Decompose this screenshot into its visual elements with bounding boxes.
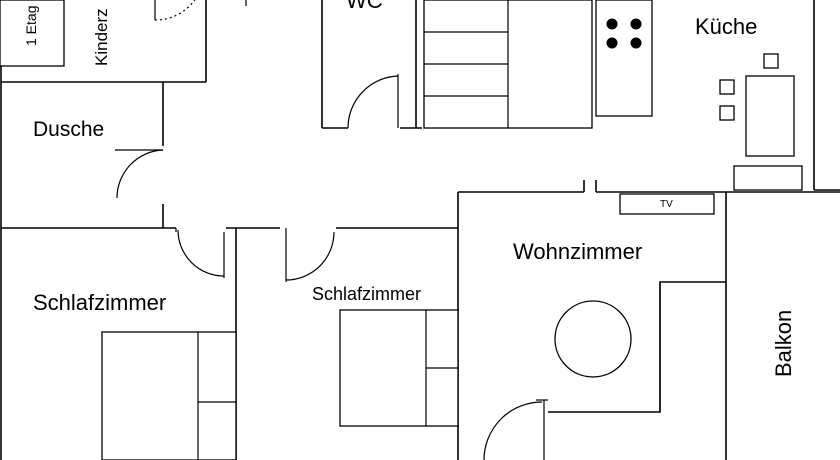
burner-icon [630, 37, 642, 49]
label-etage: 1 Etag [23, 6, 39, 46]
chair-icon [719, 105, 735, 121]
balkon-area: Balkon [771, 310, 796, 377]
label-kueche: Küche [695, 14, 757, 39]
door-swing-wc [347, 75, 399, 129]
label-balkon: Balkon [771, 310, 796, 377]
wohnzimmer-area: Wohnzimmer TV [483, 193, 715, 460]
door-swing-wohn [483, 401, 543, 460]
label-wc: WC [346, 0, 383, 13]
burner-icon [606, 37, 618, 49]
label-schlafzimmer-1: Schlafzimmer [33, 290, 166, 315]
round-table [554, 300, 632, 378]
tv-stand [619, 193, 715, 215]
kitchen-counter [595, 0, 653, 117]
label-wohnzimmer: Wohnzimmer [513, 239, 642, 264]
label-dusche: Dusche [33, 118, 104, 141]
kinderzimmer-area: 1 Etag Kinderz [0, 0, 247, 67]
door-swing-schlaf1 [177, 229, 225, 277]
schlafzimmer-2: Schlafzimmer [285, 228, 459, 427]
burner-icon [606, 18, 618, 30]
sideboard [733, 165, 803, 191]
schlafzimmer-1: Schlafzimmer [33, 228, 237, 460]
door-swing-schlaf2 [285, 231, 335, 281]
label-kinderzimmer: Kinderz [92, 8, 111, 66]
door-swing-dusche [116, 149, 164, 199]
bed-1 [101, 331, 237, 460]
burner-icon [630, 18, 642, 30]
door-swing-kinder [154, 0, 196, 21]
chair-icon [763, 53, 779, 69]
dining-table [745, 75, 795, 157]
label-schlafzimmer-2: Schlafzimmer [312, 284, 421, 304]
chair-icon [719, 79, 735, 95]
label-tv: TV [660, 199, 673, 210]
wardrobe-kinder [0, 0, 65, 67]
kueche-area: Küche [595, 0, 803, 191]
wc-area: WC [346, 0, 593, 129]
dusche-area: Dusche [33, 118, 164, 199]
